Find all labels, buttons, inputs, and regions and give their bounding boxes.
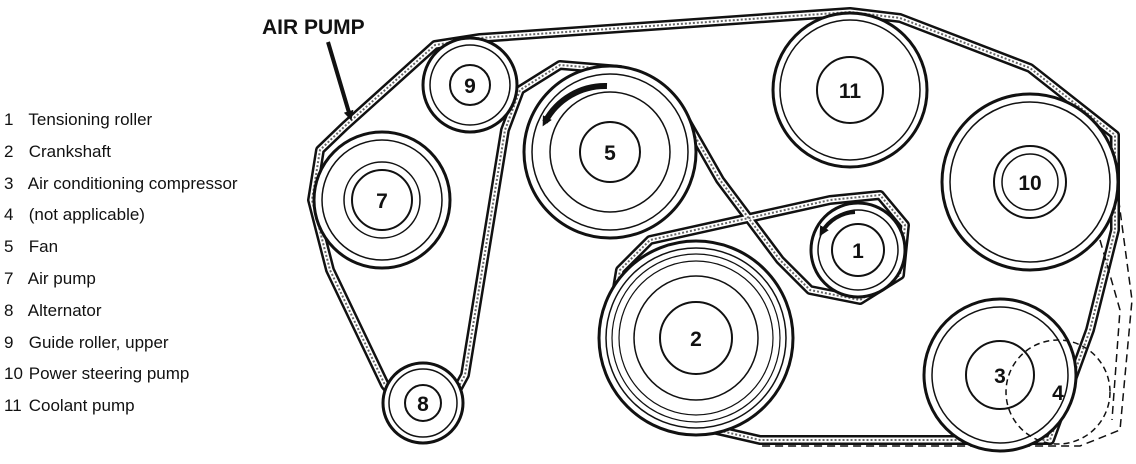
legend-item: 2 Crankshaft: [4, 136, 238, 168]
legend-number: 1: [4, 110, 14, 129]
pulley-label: 5: [604, 142, 616, 165]
legend-item: 9 Guide roller, upper: [4, 327, 238, 359]
legend-item: 10 Power steering pump: [4, 358, 238, 390]
legend-number: 10: [4, 364, 23, 384]
legend-item: 7 Air pump: [4, 263, 238, 295]
pulley-not-applicable: 4: [1005, 339, 1111, 445]
legend-text: Guide roller, upper: [28, 332, 169, 352]
rotation-arrow-icon: [542, 82, 608, 127]
legend-number: 9: [4, 332, 14, 352]
legend-text: Alternator: [27, 300, 102, 320]
legend-number: 7: [4, 268, 14, 288]
pulley-label: 2: [690, 328, 702, 351]
legend-item: 5 Fan: [4, 231, 238, 263]
air-pump-callout-title: AIR PUMP: [262, 16, 365, 39]
parts-legend: 1 Tensioning roller 2 Crankshaft 3 Air c…: [4, 104, 238, 422]
legend-item: 4 (not applicable): [4, 199, 238, 231]
pulley-label: 9: [464, 75, 476, 98]
pulley-tensioning-roller: 1: [809, 201, 907, 299]
pulley-guide-roller-upper: 9: [421, 36, 519, 134]
legend-item: 3 Air conditioning compressor: [4, 168, 238, 200]
pulley-label: 8: [417, 393, 429, 416]
callout-arrow-icon: [326, 41, 354, 121]
pulley-label: 10: [1018, 172, 1041, 195]
pulley-label: 7: [376, 190, 388, 213]
pulley-crankshaft: 2: [597, 239, 795, 437]
legend-text: Coolant pump: [28, 396, 135, 416]
legend-number: 2: [4, 141, 14, 161]
legend-number: 8: [4, 300, 14, 320]
pulley-label: 4: [1052, 382, 1064, 405]
legend-item: 11 Coolant pump: [4, 390, 238, 422]
pulley-label: 11: [839, 80, 862, 103]
legend-number: 5: [4, 237, 14, 257]
legend-number: 11: [4, 396, 22, 416]
legend-text: Power steering pump: [28, 364, 190, 384]
legend-text: Air pump: [27, 268, 96, 288]
pulley-label: 3: [994, 365, 1006, 388]
pulley-coolant-pump: 11: [771, 11, 929, 169]
legend-item: 8 Alternator: [4, 295, 238, 327]
legend-number: 3: [4, 173, 14, 193]
legend-text: Air conditioning compressor: [27, 173, 238, 193]
pulley-fan: 5: [522, 64, 698, 240]
rotation-arrow-icon: [819, 210, 856, 237]
pulley-power-steering-pump: 10: [940, 92, 1120, 272]
pulley-air-pump: 7: [312, 130, 452, 270]
pulley-air-conditioning-compressor: 3: [922, 297, 1078, 453]
legend-item: 1 Tensioning roller: [4, 104, 238, 136]
legend-text: Tensioning roller: [28, 110, 153, 129]
dashed-belt-route-inner: [1099, 239, 1121, 421]
legend-number: 4: [4, 205, 14, 225]
pulley-label: 1: [852, 240, 864, 263]
legend-text: (not applicable): [28, 205, 145, 225]
legend-text: Fan: [28, 237, 59, 257]
legend-text: Crankshaft: [28, 141, 111, 161]
pulley-alternator: 8: [381, 361, 465, 445]
